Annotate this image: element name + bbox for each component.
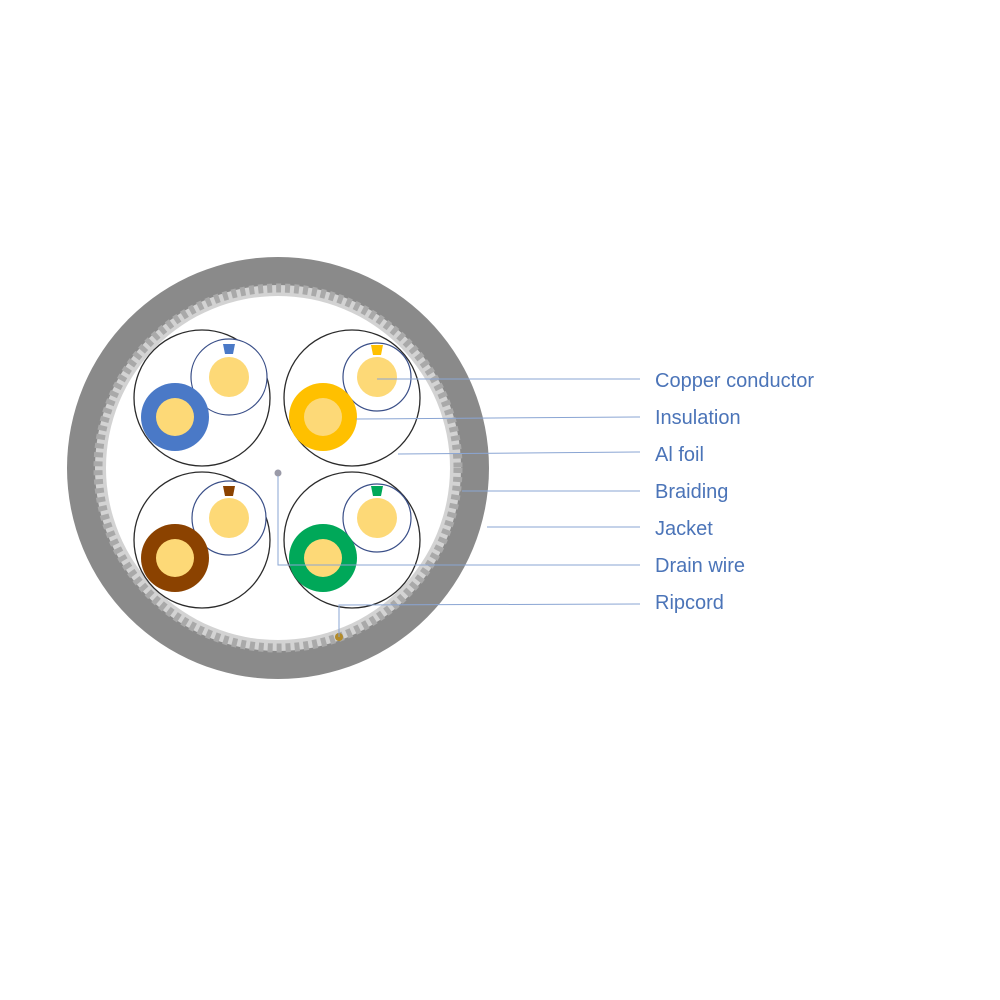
twisted-pair-orange [283,329,421,467]
twisted-pair-green [283,471,421,609]
twisted-pair-blue [133,329,271,467]
copper-conductor [357,357,397,397]
label-jacket: Jacket [655,518,713,540]
braiding-dashes [93,283,463,653]
label-drain-wire: Drain wire [655,555,746,577]
copper-conductor [156,398,194,436]
label-ripcord: Ripcord [655,592,724,614]
copper-conductor [156,539,194,577]
twisted-pair-brown [133,471,271,609]
stripe-marker [371,486,383,496]
leader-lines [277,378,641,637]
stripe-marker [223,344,235,354]
stripe-marker [371,345,383,355]
copper-conductor [209,498,249,538]
leader-al-foil [397,451,641,455]
label-copper-conductor: Copper conductor [655,370,814,392]
drain-wire [274,469,282,477]
copper-conductor [209,357,249,397]
label-insulation: Insulation [655,407,741,429]
stripe-marker [223,486,235,496]
label-braiding: Braiding [655,481,729,503]
leader-ripcord [338,603,641,637]
leader-drain-wire [277,476,640,566]
copper-conductor [304,539,342,577]
copper-conductor [304,398,342,436]
label-al-foil: Al foil [655,444,704,466]
leader-insulation [355,416,641,420]
copper-conductor [357,498,397,538]
